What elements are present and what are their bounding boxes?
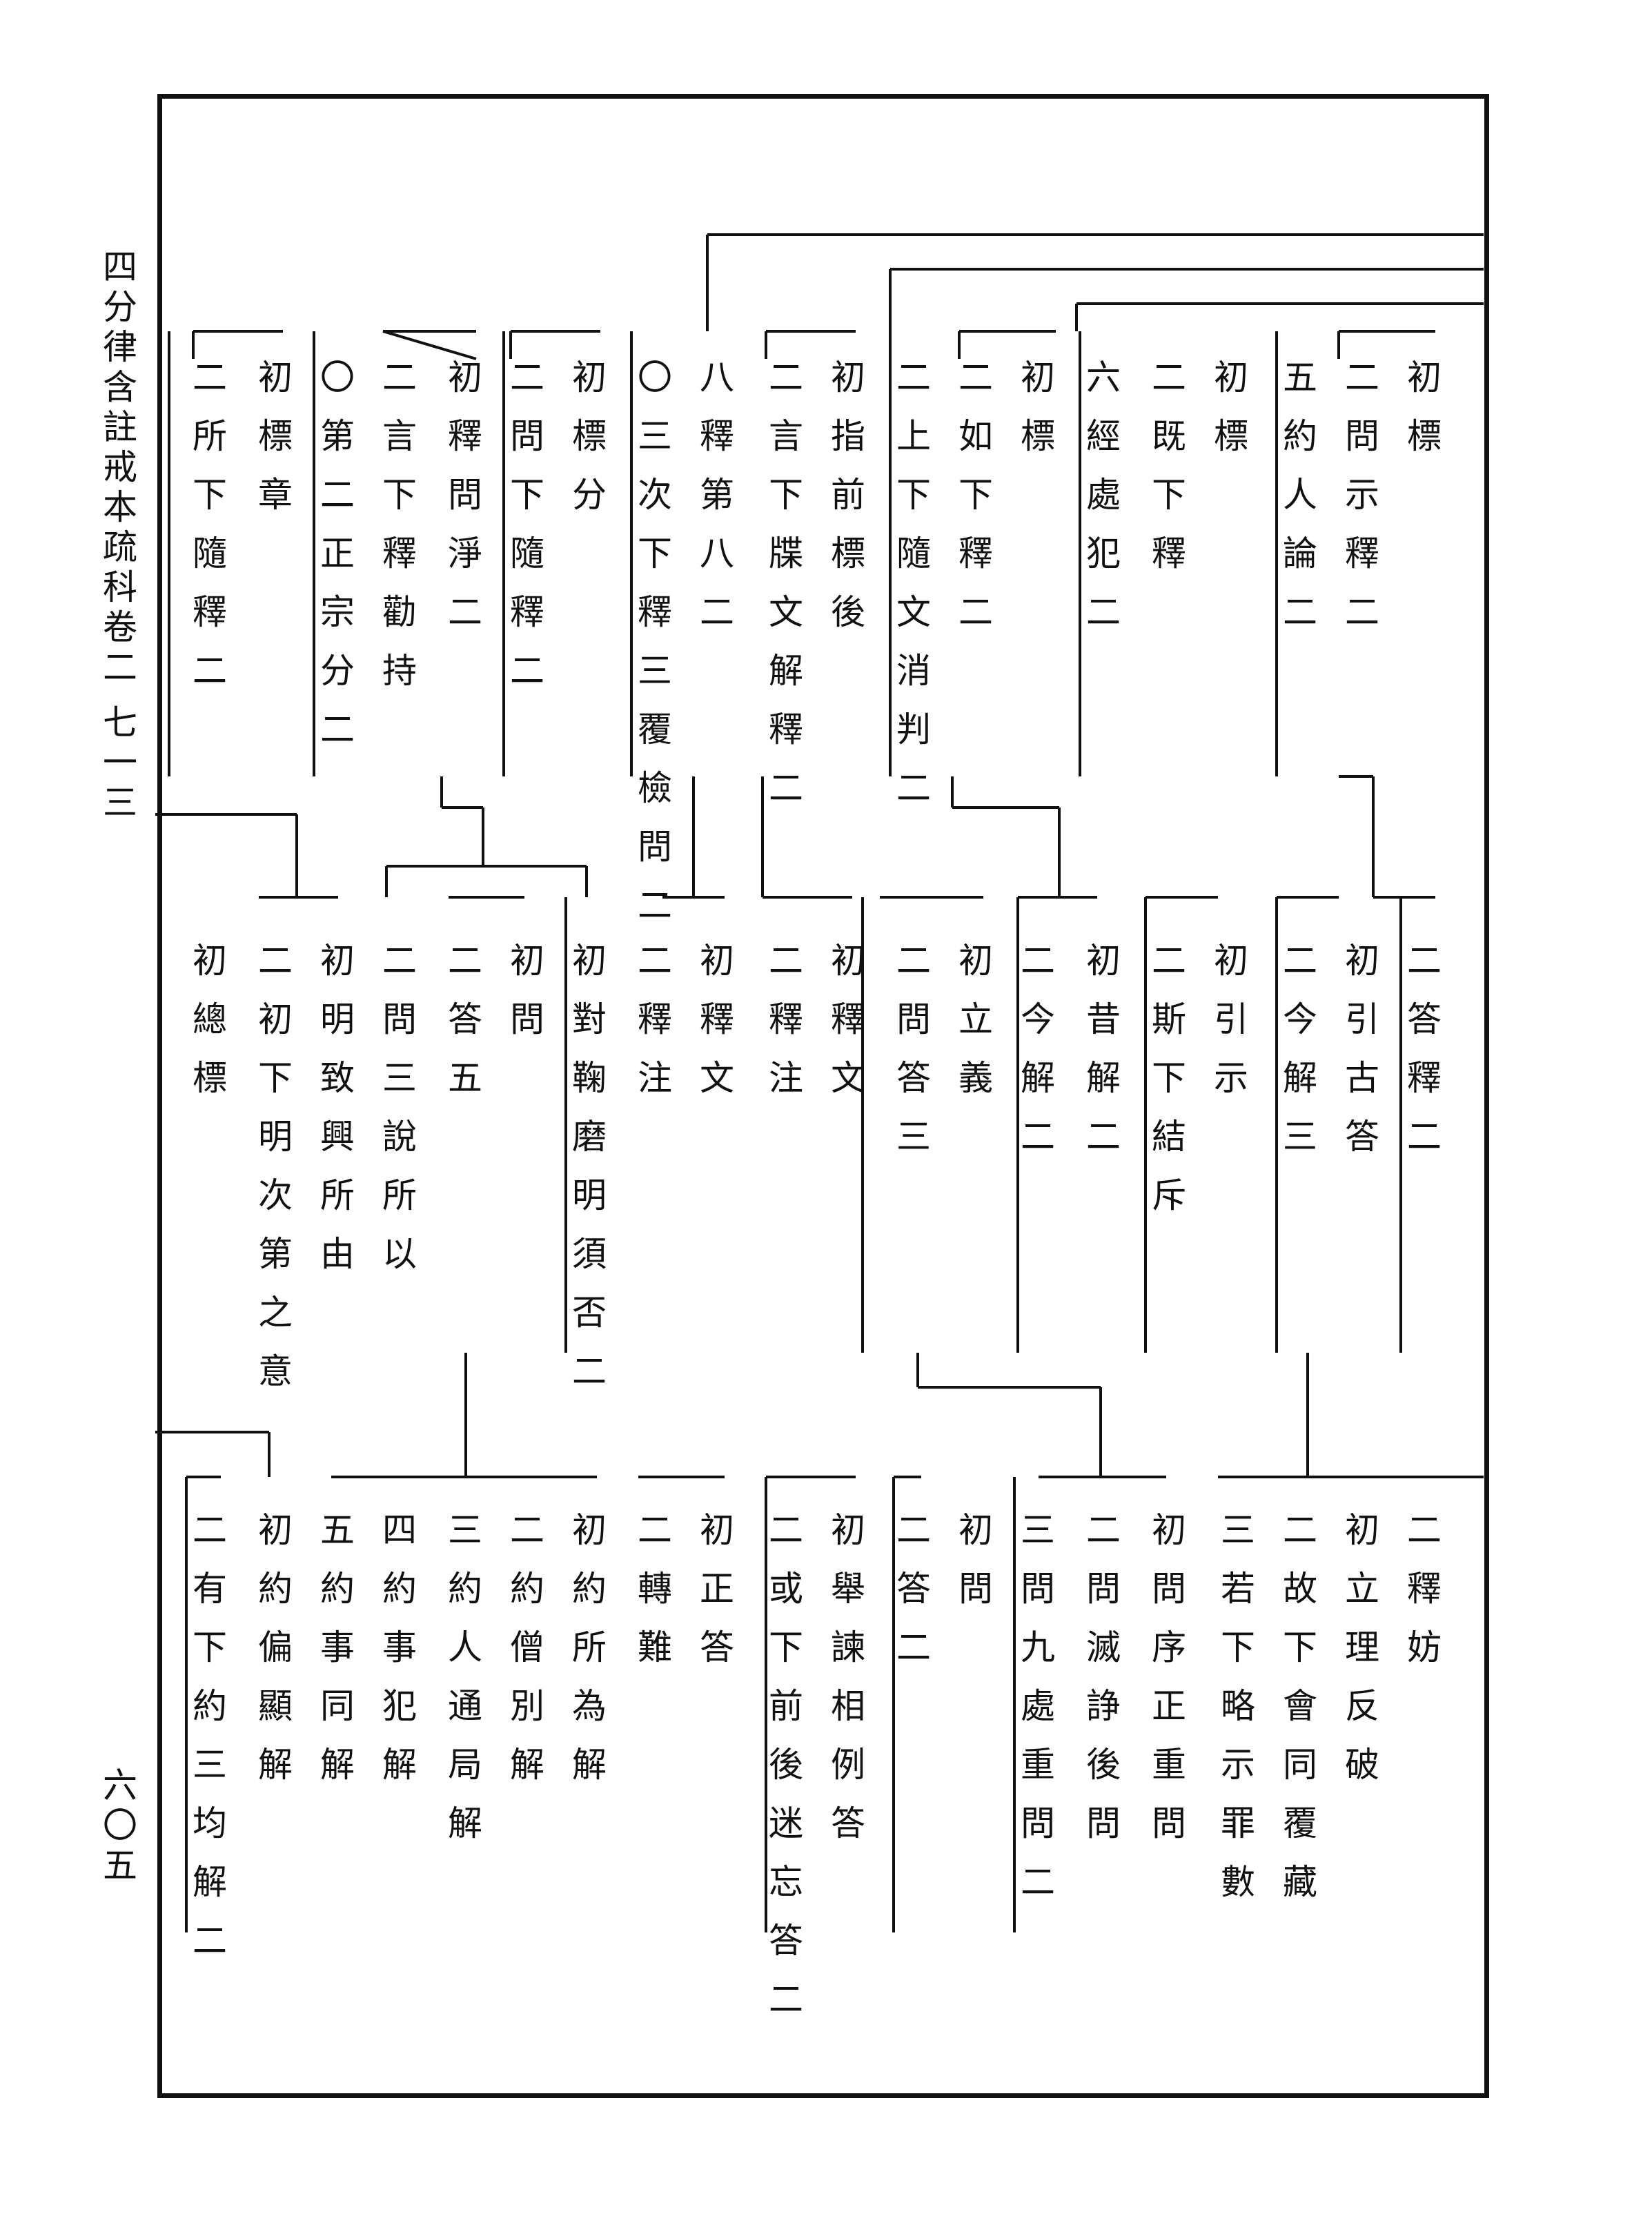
outline-entry: 初舉諫相例答 bbox=[825, 1511, 865, 1863]
outline-entry: 初標 bbox=[1015, 359, 1055, 476]
outline-entry: 八釋第八二 bbox=[694, 359, 734, 652]
outline-entry: 初標分 bbox=[567, 359, 607, 535]
outline-entry: 二問三說所以 bbox=[377, 942, 417, 1294]
outline-entry: 二約僧別解 bbox=[504, 1511, 544, 1805]
outline-entry: 初立理反破 bbox=[1339, 1511, 1379, 1805]
outline-entry: 初標章 bbox=[253, 359, 293, 535]
outline-entry: 五約事同解 bbox=[315, 1511, 355, 1805]
outline-entry: 初釋問淨二 bbox=[442, 359, 482, 652]
outline-entry: 二轉難 bbox=[632, 1511, 672, 1687]
outline-entry: 三約人通局解 bbox=[442, 1511, 482, 1863]
outline-entry: 二答二 bbox=[891, 1511, 931, 1687]
outline-entry: 二如下釋二 bbox=[953, 359, 993, 652]
outline-entry: 初正答 bbox=[694, 1511, 734, 1687]
outline-entry: 二問下隨釋二 bbox=[504, 359, 544, 711]
outline-entry: 初標 bbox=[1402, 359, 1442, 476]
outline-entry: 三若下略示罪數 bbox=[1215, 1511, 1255, 1922]
connector-line bbox=[382, 330, 477, 360]
outline-entry: 初問序正重問 bbox=[1146, 1511, 1186, 1863]
outline-entry: 二釋妨 bbox=[1402, 1511, 1442, 1687]
outline-entry: 六經處犯二 bbox=[1081, 359, 1121, 652]
outline-entry: 二答五 bbox=[442, 942, 482, 1118]
outline-entry: 初明致興所由 bbox=[315, 942, 355, 1294]
outline-entry: 二釋注 bbox=[632, 942, 672, 1118]
outline-entry: 初立義 bbox=[953, 942, 993, 1118]
outline-entry: 二或下前後迷忘答二 bbox=[763, 1511, 803, 2039]
folio-number: 六〇五 bbox=[97, 1767, 137, 1887]
outline-entry: 初引古答 bbox=[1339, 942, 1379, 1177]
outline-entry: 二問示釋二 bbox=[1339, 359, 1379, 652]
outline-entry: 二既下釋 bbox=[1146, 359, 1186, 594]
outline-entry: 二初下明次第之意 bbox=[253, 942, 293, 1411]
outline-entry: 二有下約三均解二 bbox=[187, 1511, 227, 1981]
outline-entry: 初標 bbox=[1208, 359, 1248, 476]
outline-entry: 初對鞠磨明須否二 bbox=[567, 942, 607, 1411]
outline-entry: 二言下釋勸持 bbox=[377, 359, 417, 711]
outline-entry: 二答釋二 bbox=[1402, 942, 1442, 1177]
outline-entry: 〇第二正宗分二 bbox=[315, 359, 355, 770]
outline-entry: 二言下牒文解釋二 bbox=[763, 359, 803, 828]
margin-volume-number: 七一三 bbox=[97, 704, 137, 824]
outline-entry: 初指前標後 bbox=[825, 359, 865, 652]
outline-entry: 二今解三 bbox=[1277, 942, 1317, 1177]
outline-entry: 二問滅諍後問 bbox=[1081, 1511, 1121, 1863]
outline-entry: 初問 bbox=[953, 1511, 993, 1629]
outline-entry: 初昔解二 bbox=[1081, 942, 1121, 1177]
outline-entry: 初釋文 bbox=[694, 942, 734, 1118]
outline-entry: 二問答三 bbox=[891, 942, 931, 1177]
outline-entry: 四約事犯解 bbox=[377, 1511, 417, 1805]
outline-entry: 初引示 bbox=[1208, 942, 1248, 1118]
outline-entry: 二上下隨文消判二 bbox=[891, 359, 931, 828]
outline-entry: 二故下會同覆藏 bbox=[1277, 1511, 1317, 1922]
outline-entry: 二斯下結斥 bbox=[1146, 942, 1186, 1235]
outline-entry: 二今解二 bbox=[1015, 942, 1055, 1177]
outline-entry: 二所下隨釋二 bbox=[187, 359, 227, 711]
outline-entry: 二釋注 bbox=[763, 942, 803, 1118]
page-frame bbox=[157, 94, 1489, 2098]
outline-entry: 三問九處重問二 bbox=[1015, 1511, 1055, 1922]
outline-entry: 初總標 bbox=[187, 942, 227, 1118]
outline-entry: 初問 bbox=[504, 942, 544, 1059]
outline-entry: 初釋文 bbox=[825, 942, 865, 1118]
margin-title: 四分律含註戒本疏科卷二 bbox=[97, 248, 137, 689]
outline-entry: 五約人論二 bbox=[1277, 359, 1317, 652]
outline-entry: 〇三次下釋三覆檢問二 bbox=[632, 359, 672, 946]
outline-entry: 初約偏顯解 bbox=[253, 1511, 293, 1805]
outline-entry: 初約所為解 bbox=[567, 1511, 607, 1805]
